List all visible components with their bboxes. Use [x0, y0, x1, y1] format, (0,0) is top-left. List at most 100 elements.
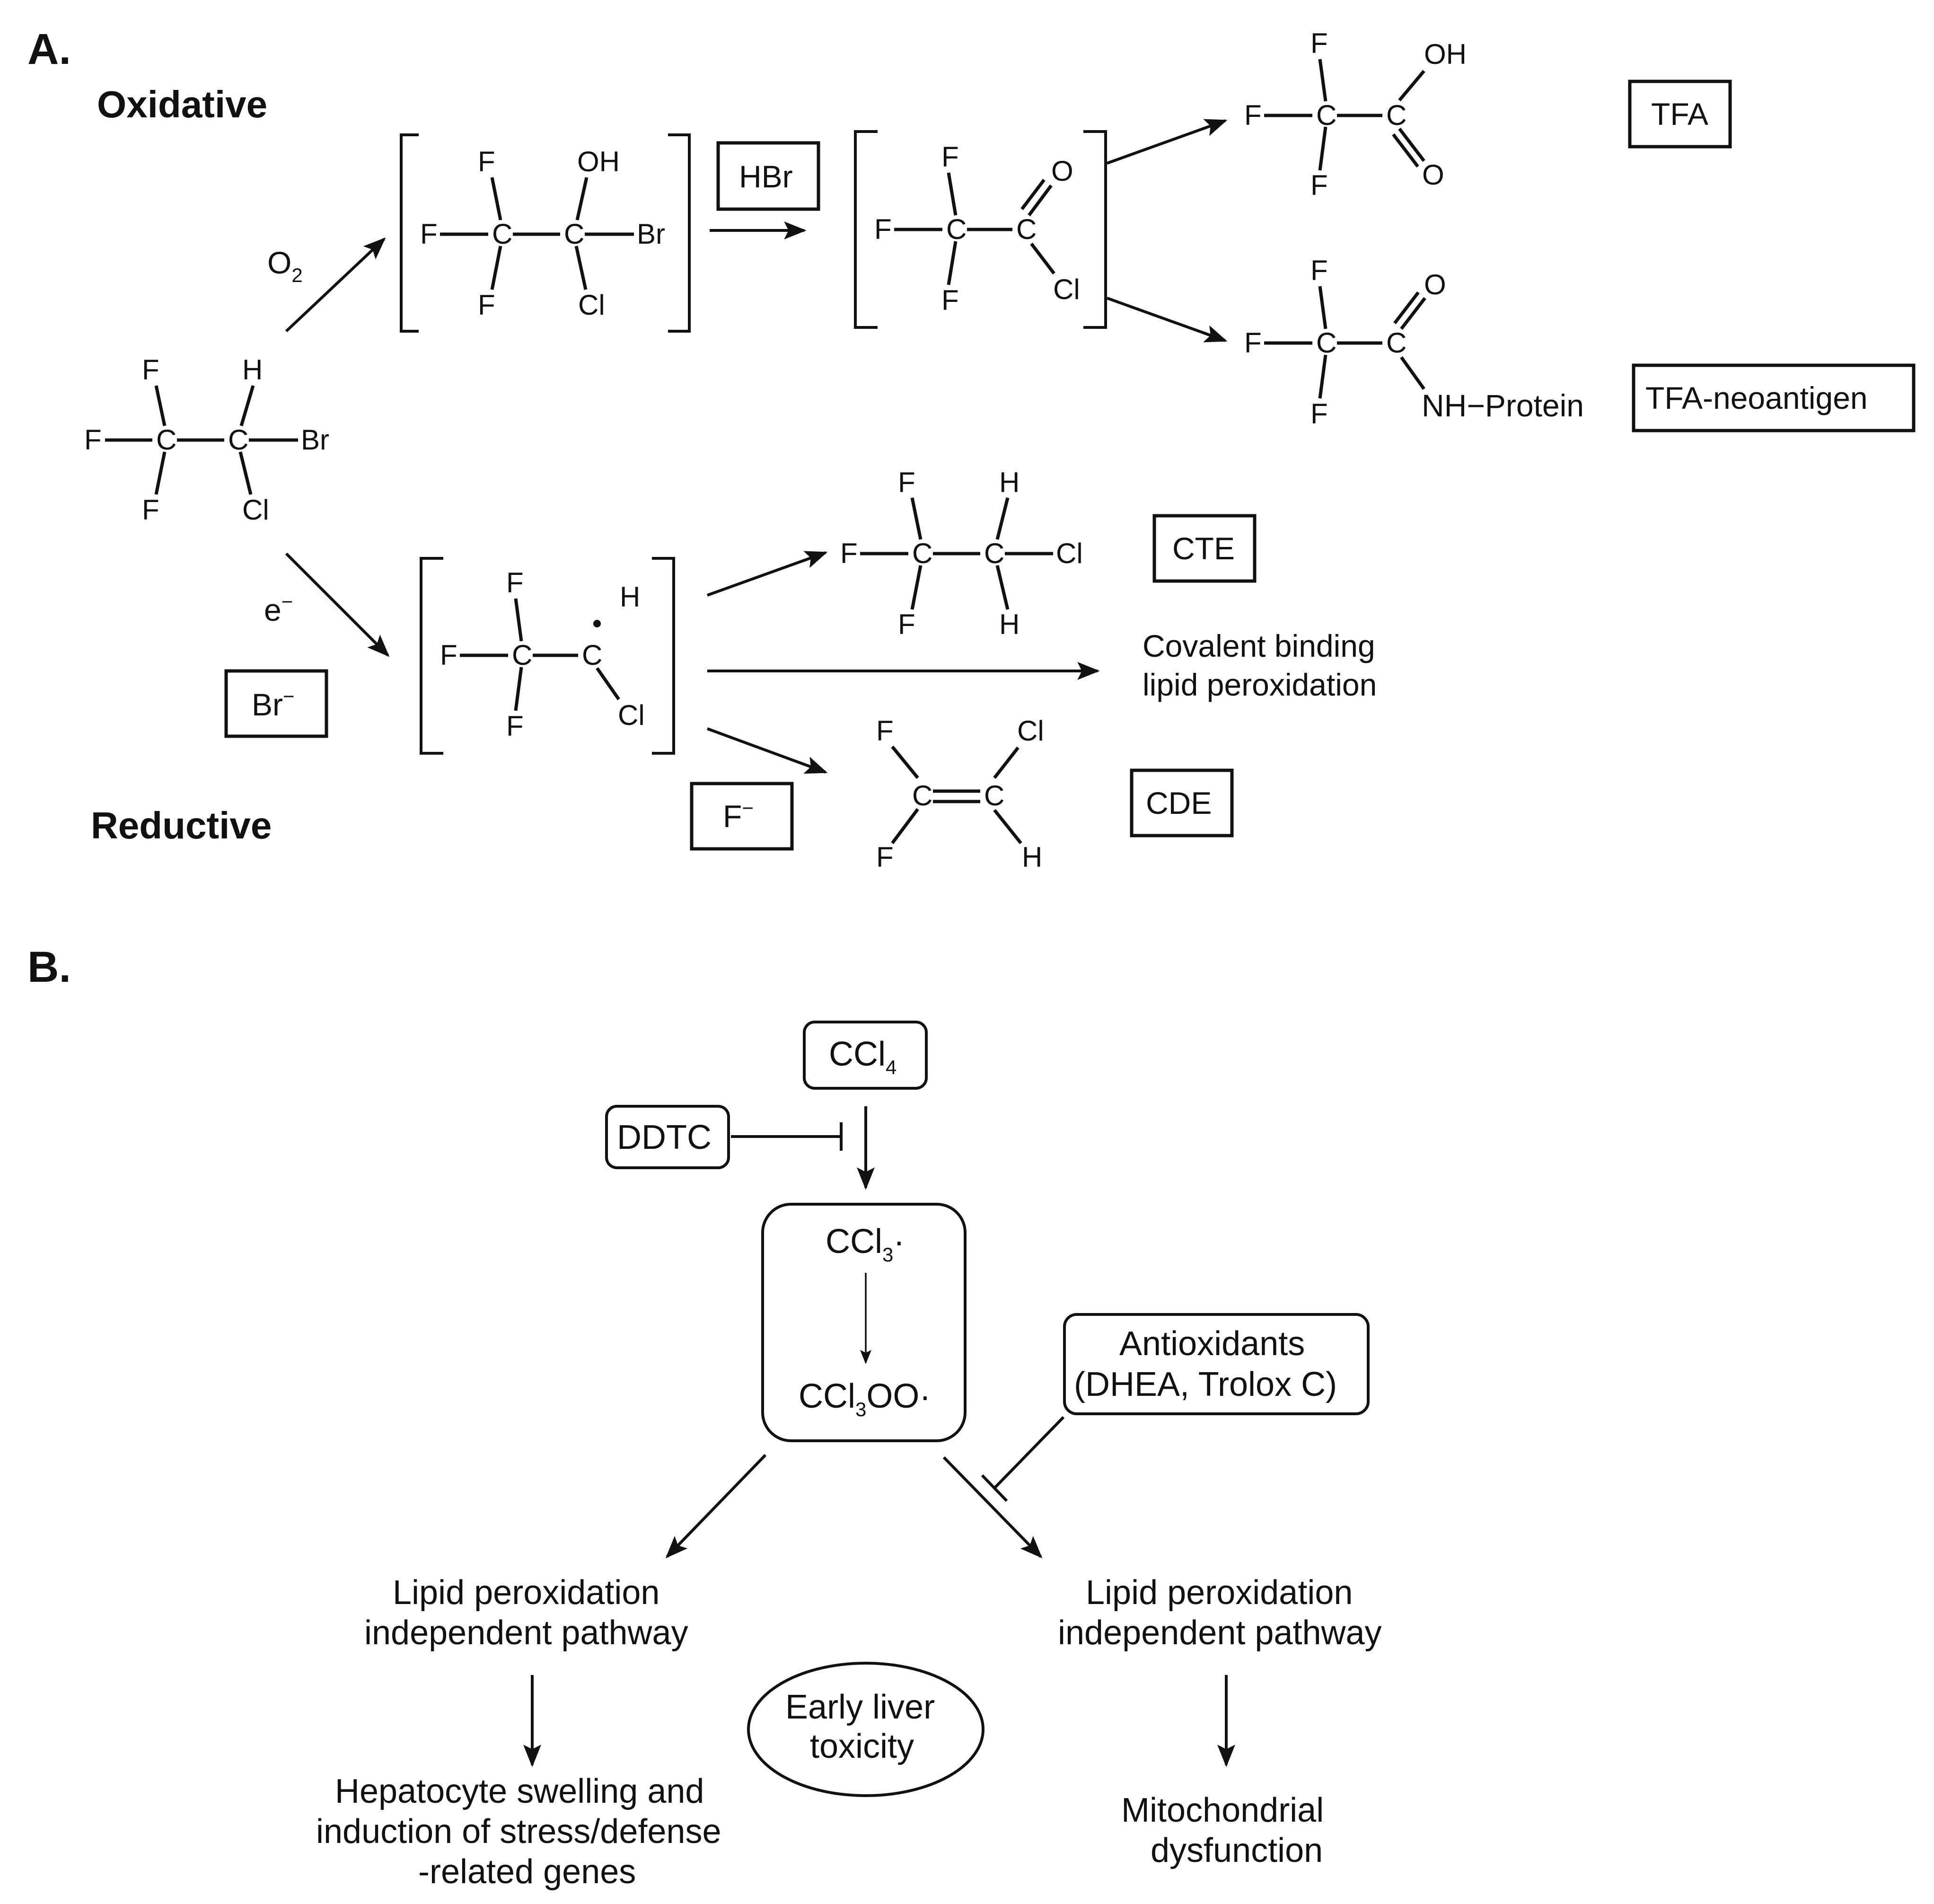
center-line-2: toxicity — [810, 1728, 914, 1765]
antioxidants-box — [1063, 1313, 1370, 1415]
atom-c: C — [564, 218, 584, 250]
atom-f: F — [1310, 255, 1328, 286]
tfa-label: TFA — [1651, 97, 1708, 132]
atom-h: H — [1022, 841, 1042, 873]
atom-cl: Cl — [1056, 538, 1083, 569]
early-liver-toxicity-ellipse — [747, 1662, 985, 1797]
right-pathway-line-2: independent pathway — [1058, 1614, 1382, 1652]
atom-f: F — [478, 146, 495, 177]
hbr-label: HBr — [739, 159, 793, 194]
cde-molecule: F Cl C C F H — [876, 715, 1044, 873]
atom-c: C — [984, 538, 1004, 569]
atom-c: C — [912, 538, 932, 569]
reagent-e: e− — [264, 591, 293, 627]
atom-cl: Cl — [618, 699, 645, 731]
atom-c: C — [1316, 327, 1336, 359]
panel-a-label: A. — [27, 25, 71, 73]
atom-br: Br — [301, 424, 329, 456]
atom-o: O — [1422, 159, 1444, 191]
atom-oh: OH — [577, 146, 620, 177]
atom-f: F — [142, 494, 159, 526]
ccl4-label: CCl4 — [829, 1035, 897, 1078]
br-box — [224, 669, 328, 738]
panel-a: A. Oxidative Reductive F H F C C Br F Cl… — [27, 25, 1916, 873]
cte-box — [1152, 514, 1257, 583]
left-outcome-line-3: -related genes — [418, 1853, 636, 1891]
atom-f: F — [420, 218, 438, 250]
atom-f: F — [876, 715, 894, 747]
atom-f: F — [506, 567, 524, 599]
right-pathway-line-1: Lipid peroxidation — [1086, 1574, 1353, 1612]
atom-cl: Cl — [578, 289, 605, 321]
f-label: F− — [723, 797, 754, 834]
ccl4-box — [803, 1021, 928, 1090]
oxidative-heading: Oxidative — [97, 83, 267, 125]
atom-f: F — [1310, 398, 1328, 430]
left-pathway-line-1: Lipid peroxidation — [393, 1574, 659, 1612]
atom-f: F — [478, 289, 495, 321]
ccl3oo-radical: CCl3OO· — [799, 1377, 931, 1420]
trifluoroacetyl-chloride: F O F C C F Cl — [854, 130, 1107, 329]
atom-h: H — [242, 354, 263, 386]
atom-f: F — [876, 841, 894, 873]
atom-c: C — [582, 639, 602, 671]
br-label: Br− — [252, 685, 295, 722]
tfa-protein-adduct: F O F C C F NH−Protein — [1244, 255, 1584, 430]
reagent-o2: O2 — [267, 245, 303, 286]
atom-f: F — [941, 284, 959, 316]
atom-f: F — [898, 608, 915, 640]
atom-c: C — [512, 639, 532, 671]
atom-f: F — [142, 354, 159, 386]
atom-f: F — [1244, 99, 1262, 131]
atom-cl: Cl — [242, 494, 269, 526]
halothane-molecule: F H F C C Br F Cl — [84, 354, 329, 526]
atom-f: F — [898, 467, 915, 498]
radical-intermediate: F H F C C F Cl — [420, 557, 675, 755]
atom-f: F — [84, 424, 102, 456]
atom-c: C — [912, 780, 932, 811]
atom-c: C — [946, 213, 967, 245]
atom-c: C — [1016, 213, 1037, 245]
atom-h: H — [620, 581, 640, 613]
atom-c: C — [1316, 99, 1336, 131]
atom-f: F — [1310, 169, 1328, 201]
atom-oh: OH — [1424, 38, 1467, 70]
atom-f: F — [941, 141, 959, 173]
panel-b: B. CCl4 DDTC CCl3· CCl3OO· Antioxidants … — [27, 943, 1382, 1891]
tfa-neoantigen-box — [1632, 363, 1916, 432]
ccl3-radical: CCl3· — [826, 1223, 905, 1266]
left-outcome-line-2: induction of stress/defense — [316, 1813, 721, 1851]
f-box — [690, 782, 794, 851]
atom-o: O — [1424, 269, 1446, 300]
atom-cl: Cl — [1053, 273, 1080, 305]
atom-f: F — [874, 213, 892, 245]
atom-c: C — [228, 424, 248, 456]
atom-c: C — [156, 424, 176, 456]
cde-box — [1130, 768, 1234, 837]
right-outcome-line-2: dysfunction — [1151, 1832, 1323, 1869]
atom-c: C — [1386, 327, 1407, 359]
cde-label: CDE — [1146, 785, 1212, 820]
atom-f: F — [440, 639, 457, 671]
antioxidants-line-1: Antioxidants — [1119, 1325, 1305, 1363]
atom-o: O — [1051, 155, 1073, 187]
tfa-molecule: F OH F C C F O — [1244, 27, 1467, 201]
center-line-1: Early liver — [785, 1688, 935, 1726]
atom-c: C — [984, 780, 1004, 811]
cte-molecule: F H F C C Cl F H — [840, 467, 1083, 640]
right-outcome-line-1: Mitochondrial — [1121, 1791, 1324, 1829]
ddtc-box — [605, 1105, 730, 1169]
hbr-box — [716, 141, 820, 211]
covalent-binding-line-2: lipid peroxidation — [1143, 667, 1377, 702]
radical-box — [761, 1203, 967, 1442]
left-outcome-line-1: Hepatocyte swelling and — [335, 1772, 704, 1810]
atom-c: C — [1386, 99, 1407, 131]
atom-h: H — [999, 467, 1020, 498]
left-pathway-line-2: independent pathway — [364, 1614, 688, 1652]
antioxidants-line-2: (DHEA, Trolox C) — [1074, 1366, 1337, 1403]
radical-dot — [593, 620, 601, 627]
atom-c: C — [492, 218, 512, 250]
atom-f: F — [840, 538, 858, 569]
nh-protein: NH−Protein — [1422, 388, 1584, 423]
